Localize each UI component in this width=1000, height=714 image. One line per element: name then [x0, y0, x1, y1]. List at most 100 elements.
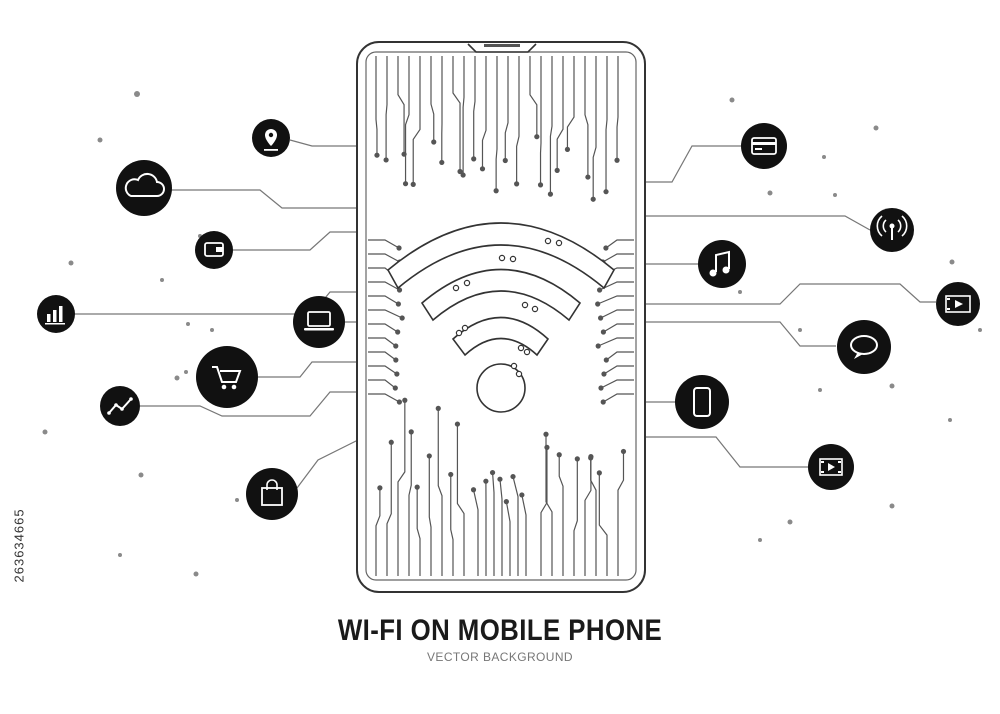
circuit-trace: [605, 56, 608, 192]
circuit-node: [598, 385, 604, 391]
circuit-node: [564, 146, 571, 153]
circuit-node: [483, 478, 489, 484]
circuit-trace: [590, 457, 597, 576]
circuit-trace: [491, 472, 495, 576]
circuit-node: [595, 301, 601, 307]
circuit-node: [519, 492, 525, 498]
location-pin-icon: [252, 119, 290, 157]
circuit-trace: [516, 56, 520, 184]
circuit-node: [534, 134, 540, 140]
circuit-node: [595, 343, 601, 349]
circuit-trace: [428, 455, 432, 576]
circuit-node: [454, 421, 461, 427]
circuit-node: [470, 487, 477, 493]
circuit-trace: [573, 458, 578, 576]
connector-lines: [75, 139, 936, 489]
circuit-trace: [397, 56, 405, 155]
circuit-trace: [368, 365, 398, 375]
circuit-trace: [592, 56, 597, 200]
circuit-trace: [597, 337, 634, 347]
circuit-node: [402, 397, 408, 403]
circuit-node: [554, 167, 560, 173]
circuit-node: [598, 315, 604, 321]
shopping-bag-icon: [246, 468, 298, 520]
circuit-trace: [495, 56, 498, 191]
circuit-node: [408, 429, 414, 435]
circuit-node: [614, 157, 620, 163]
circuit-node: [588, 455, 594, 461]
circuit-node: [510, 473, 516, 480]
circuit-trace: [368, 309, 403, 319]
circuit-trace: [600, 379, 634, 389]
circuit-node: [396, 399, 402, 405]
circuit-node: [603, 189, 609, 195]
circuit-node: [426, 453, 432, 459]
circuit-node: [401, 151, 407, 157]
circuit-trace: [368, 393, 400, 403]
circuit-node: [457, 168, 463, 175]
circuit-trace: [462, 56, 465, 176]
circuit-node: [556, 452, 562, 458]
circuit-node: [503, 499, 509, 505]
circuit-trace: [616, 56, 619, 161]
circuit-trace: [437, 408, 443, 576]
music-note-icon: [698, 240, 746, 288]
circuit-node: [574, 456, 580, 462]
circuit-trace: [368, 281, 400, 291]
circuit-trace: [602, 393, 634, 403]
circuit-trace: [452, 56, 461, 172]
circuit-trace: [545, 434, 553, 576]
circuit-node: [600, 329, 607, 335]
circuit-trace: [603, 323, 634, 333]
circuit-node: [514, 181, 520, 187]
circuit-trace: [472, 489, 479, 576]
circuit-node: [399, 315, 405, 321]
circuit-node: [377, 485, 383, 491]
circuit-trace: [368, 379, 396, 389]
circuit-trace: [584, 56, 589, 178]
circuit-traces: [368, 56, 634, 576]
circuit-node: [471, 156, 477, 162]
circuit-trace: [368, 323, 398, 333]
circuit-trace: [549, 56, 553, 195]
poster-subtitle: VECTOR BACKGROUND: [427, 650, 573, 664]
circuit-node: [431, 139, 437, 145]
circuit-trace: [617, 451, 625, 576]
circuit-node: [603, 245, 609, 251]
circuit-node: [597, 287, 603, 293]
circuit-node: [497, 476, 503, 482]
circuit-node: [435, 405, 441, 411]
circuit-node: [596, 470, 602, 476]
credit-card-icon: [741, 123, 787, 169]
smartphone-icon: [675, 375, 729, 429]
circuit-node: [585, 174, 591, 180]
circuit-trace: [556, 56, 564, 171]
circuit-trace: [450, 474, 454, 576]
circuit-trace: [505, 501, 511, 576]
circuit-trace: [368, 295, 399, 305]
circuit-node: [544, 444, 550, 450]
circuit-trace: [430, 56, 435, 143]
circuit-trace: [368, 239, 400, 249]
wifi-icon: [386, 222, 616, 413]
circuit-trace: [529, 56, 538, 137]
circuit-trace: [600, 309, 634, 319]
circuit-node: [392, 385, 398, 391]
circuit-node: [393, 343, 399, 349]
circuit-trace: [408, 431, 412, 576]
trend-line-icon: [100, 386, 140, 426]
circuit-node: [590, 196, 596, 202]
circuit-trace: [456, 424, 465, 576]
laptop-icon: [293, 296, 345, 348]
circuit-trace: [540, 447, 548, 576]
circuit-node: [537, 182, 544, 188]
circuit-trace: [412, 56, 421, 185]
circuit-node: [414, 484, 420, 490]
shopping-cart-icon: [196, 346, 258, 408]
circuit-trace: [416, 487, 421, 576]
circuit-trace: [504, 56, 509, 161]
film-icon: [808, 444, 854, 490]
circuit-node: [396, 245, 402, 251]
circuit-trace: [375, 487, 381, 576]
